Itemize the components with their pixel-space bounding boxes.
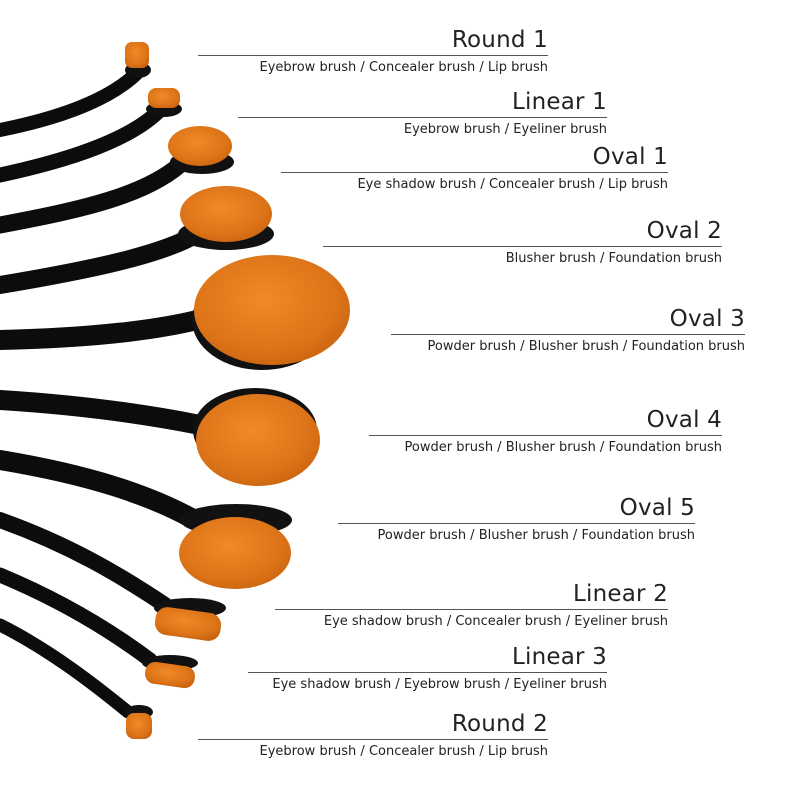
divider-line [275, 609, 668, 610]
divider-line [281, 172, 668, 173]
brush-head-oval-2 [178, 186, 274, 250]
brush-uses: Powder brush / Blusher brush / Foundatio… [377, 528, 695, 543]
brush-name: Oval 3 [669, 306, 745, 332]
divider-line [198, 55, 548, 56]
label-oval-4: Oval 4 Powder brush / Blusher brush / Fo… [369, 407, 722, 456]
brush-handles [0, 65, 215, 719]
label-linear-3: Linear 3 Eye shadow brush / Eyebrow brus… [248, 644, 607, 693]
brush-head-linear-1 [146, 88, 182, 117]
divider-line [391, 334, 745, 335]
brush-uses: Powder brush / Blusher brush / Foundatio… [427, 339, 745, 354]
handle-oval-3 [0, 308, 215, 350]
brush-name: Linear 3 [511, 644, 607, 670]
label-linear-1: Linear 1 Eyebrow brush / Eyeliner brush [238, 89, 607, 138]
brush-uses: Eye shadow brush / Eyebrow brush / Eyeli… [272, 677, 607, 692]
brush-head-oval-3 [192, 255, 350, 370]
handle-linear-1 [0, 102, 168, 183]
brush-uses: Eye shadow brush / Concealer brush / Eye… [323, 614, 668, 629]
brush-uses: Blusher brush / Foundation brush [505, 251, 722, 266]
label-linear-2: Linear 2 Eye shadow brush / Concealer br… [275, 581, 668, 630]
handle-oval-4 [0, 390, 210, 435]
brush-uses: Eyebrow brush / Eyeliner brush [403, 122, 607, 137]
brush-heads [125, 42, 350, 739]
brush-name: Oval 5 [619, 495, 695, 521]
brush-name: Linear 1 [511, 89, 607, 115]
brush-head-linear-2 [154, 598, 226, 641]
brush-name: Oval 1 [592, 144, 668, 170]
brush-head-oval-4 [193, 388, 320, 486]
brush-name: Round 2 [451, 711, 548, 737]
brush-head-oval-5 [179, 504, 292, 589]
handle-round-1 [0, 65, 145, 137]
label-round-2: Round 2 Eyebrow brush / Concealer brush … [198, 711, 548, 760]
label-oval-3: Oval 3 Powder brush / Blusher brush / Fo… [391, 306, 745, 355]
brush-name: Oval 4 [646, 407, 722, 433]
label-oval-1: Oval 1 Eye shadow brush / Concealer brus… [281, 144, 668, 193]
label-oval-2: Oval 2 Blusher brush / Foundation brush [323, 218, 722, 267]
label-oval-5: Oval 5 Powder brush / Blusher brush / Fo… [338, 495, 695, 544]
handle-oval-1 [0, 151, 194, 234]
divider-line [238, 117, 607, 118]
brush-name: Linear 2 [572, 581, 668, 607]
brush-uses: Powder brush / Blusher brush / Foundatio… [404, 440, 722, 455]
brush-head-round-1 [125, 42, 151, 78]
divider-line [369, 435, 722, 436]
handle-linear-3 [0, 567, 158, 668]
brush-name: Round 1 [451, 27, 548, 53]
handle-round-2 [0, 618, 135, 719]
handle-oval-5 [0, 450, 205, 530]
brush-uses: Eyebrow brush / Concealer brush / Lip br… [259, 744, 548, 759]
label-round-1: Round 1 Eyebrow brush / Concealer brush … [198, 27, 548, 76]
handle-oval-2 [0, 226, 204, 294]
handle-linear-2 [0, 512, 173, 613]
brush-head-round-2 [125, 705, 153, 739]
divider-line [198, 739, 548, 740]
brush-uses: Eye shadow brush / Concealer brush / Lip… [357, 177, 668, 192]
divider-line [338, 523, 695, 524]
divider-line [323, 246, 722, 247]
brush-uses: Eyebrow brush / Concealer brush / Lip br… [259, 60, 548, 75]
brush-name: Oval 2 [646, 218, 722, 244]
brush-head-linear-3 [142, 655, 198, 689]
brush-head-oval-1 [168, 126, 234, 174]
divider-line [248, 672, 607, 673]
